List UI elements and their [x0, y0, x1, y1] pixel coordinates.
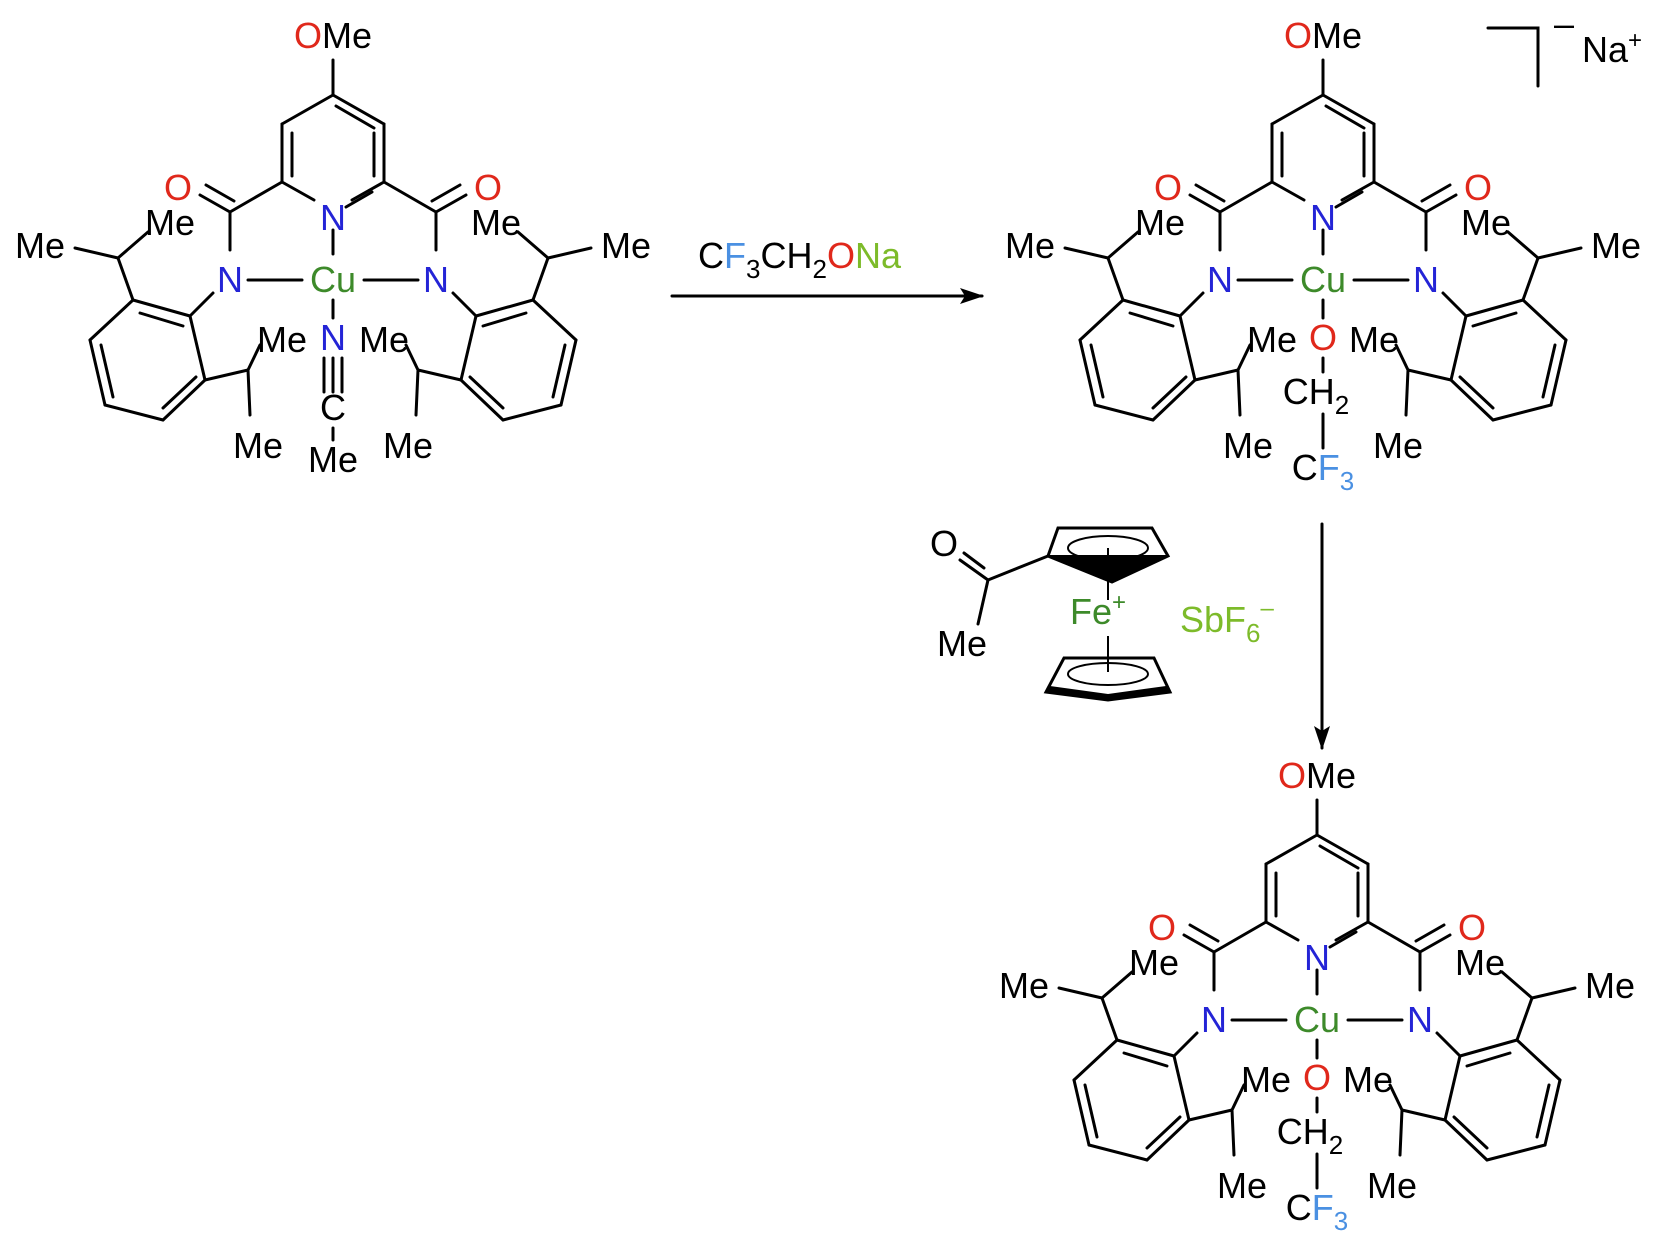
methylene-group: CH2	[1283, 371, 1349, 420]
acetyl-oxygen: O	[930, 523, 958, 564]
methyl-label: Me	[15, 225, 65, 266]
copper-center: Cu	[1300, 259, 1346, 300]
methylene-group: CH2	[1277, 1111, 1343, 1160]
methyl-label: Me	[1461, 202, 1511, 243]
reagent-trifluoroethoxide: CF3CH2ONa	[698, 235, 902, 284]
methyl-label: Me	[257, 319, 307, 360]
pyridine-nitrogen: N	[320, 197, 346, 238]
negative-charge: –	[1554, 3, 1574, 44]
carbonyl-oxygen-right: O	[1464, 167, 1492, 208]
nitrile-nitrogen: N	[320, 317, 346, 358]
pyridine-nitrogen: N	[1304, 937, 1330, 978]
carbonyl-oxygen-left: O	[1148, 907, 1176, 948]
methyl-label: Me	[1373, 425, 1423, 466]
ome-group: OMe	[1284, 15, 1362, 56]
methyl-label: Me	[1343, 1059, 1393, 1100]
methyl-label: Me	[359, 319, 409, 360]
sodium-counterion: Na+	[1582, 27, 1642, 70]
methyl-label: Me	[308, 439, 358, 480]
hexafluoroantimonate-anion: SbF6–	[1180, 595, 1275, 648]
amide-nitrogen-left: N	[1201, 999, 1227, 1040]
methyl-label: Me	[1455, 942, 1505, 983]
nitrile-carbon: C	[320, 387, 346, 428]
methyl-label: Me	[999, 965, 1049, 1006]
amide-nitrogen-right: N	[1413, 259, 1439, 300]
methyl-label: Me	[145, 202, 195, 243]
methyl-label: Me	[1223, 425, 1273, 466]
carbonyl-oxygen-left: O	[1154, 167, 1182, 208]
methyl-label: Me	[233, 425, 283, 466]
methyl-label: Me	[1217, 1165, 1267, 1206]
carbonyl-oxygen-right: O	[474, 167, 502, 208]
methyl-label: Me	[1247, 319, 1297, 360]
complex-neutral-product: OMe O O N N N Cu Me Me Me Me Me Me Me Me…	[999, 755, 1635, 1236]
methyl-label: Me	[1349, 319, 1399, 360]
methyl-label: Me	[1135, 202, 1185, 243]
methyl-label: Me	[471, 202, 521, 243]
iron-center: Fe+	[1070, 589, 1126, 632]
complex-alkoxide-anion: OMe O O N N N Cu Me Me Me Me Me Me Me Me…	[1005, 3, 1642, 496]
trifluoromethyl-group: CF3	[1292, 447, 1354, 496]
pyridine-nitrogen: N	[1310, 197, 1336, 238]
amide-nitrogen-right: N	[1407, 999, 1433, 1040]
ome-group: OMe	[294, 15, 372, 56]
carbonyl-oxygen-right: O	[1458, 907, 1486, 948]
methyl-label: Me	[1585, 965, 1635, 1006]
methyl-label: Me	[383, 425, 433, 466]
copper-center: Cu	[1294, 999, 1340, 1040]
methyl-label: Me	[1005, 225, 1055, 266]
copper-center: Cu	[310, 259, 356, 300]
acetyl-methyl: Me	[937, 623, 987, 664]
amide-nitrogen-right: N	[423, 259, 449, 300]
methyl-label: Me	[601, 225, 651, 266]
methyl-label: Me	[1241, 1059, 1291, 1100]
trifluoromethyl-group: CF3	[1286, 1187, 1348, 1236]
amide-nitrogen-left: N	[217, 259, 243, 300]
acetylferrocenium-oxidant: O Me Fe+ SbF6–	[930, 523, 1275, 702]
ome-group: OMe	[1278, 755, 1356, 796]
methyl-label: Me	[1367, 1165, 1417, 1206]
carbonyl-oxygen-left: O	[164, 167, 192, 208]
amide-nitrogen-left: N	[1207, 259, 1233, 300]
complex-acetonitrile: OMe O O N N N Cu Me Me Me Me Me Me Me Me…	[15, 15, 651, 480]
alkoxide-oxygen: O	[1303, 1057, 1331, 1098]
methyl-label: Me	[1129, 942, 1179, 983]
methyl-label: Me	[1591, 225, 1641, 266]
alkoxide-oxygen: O	[1309, 317, 1337, 358]
charge-bracket	[1486, 26, 1540, 88]
